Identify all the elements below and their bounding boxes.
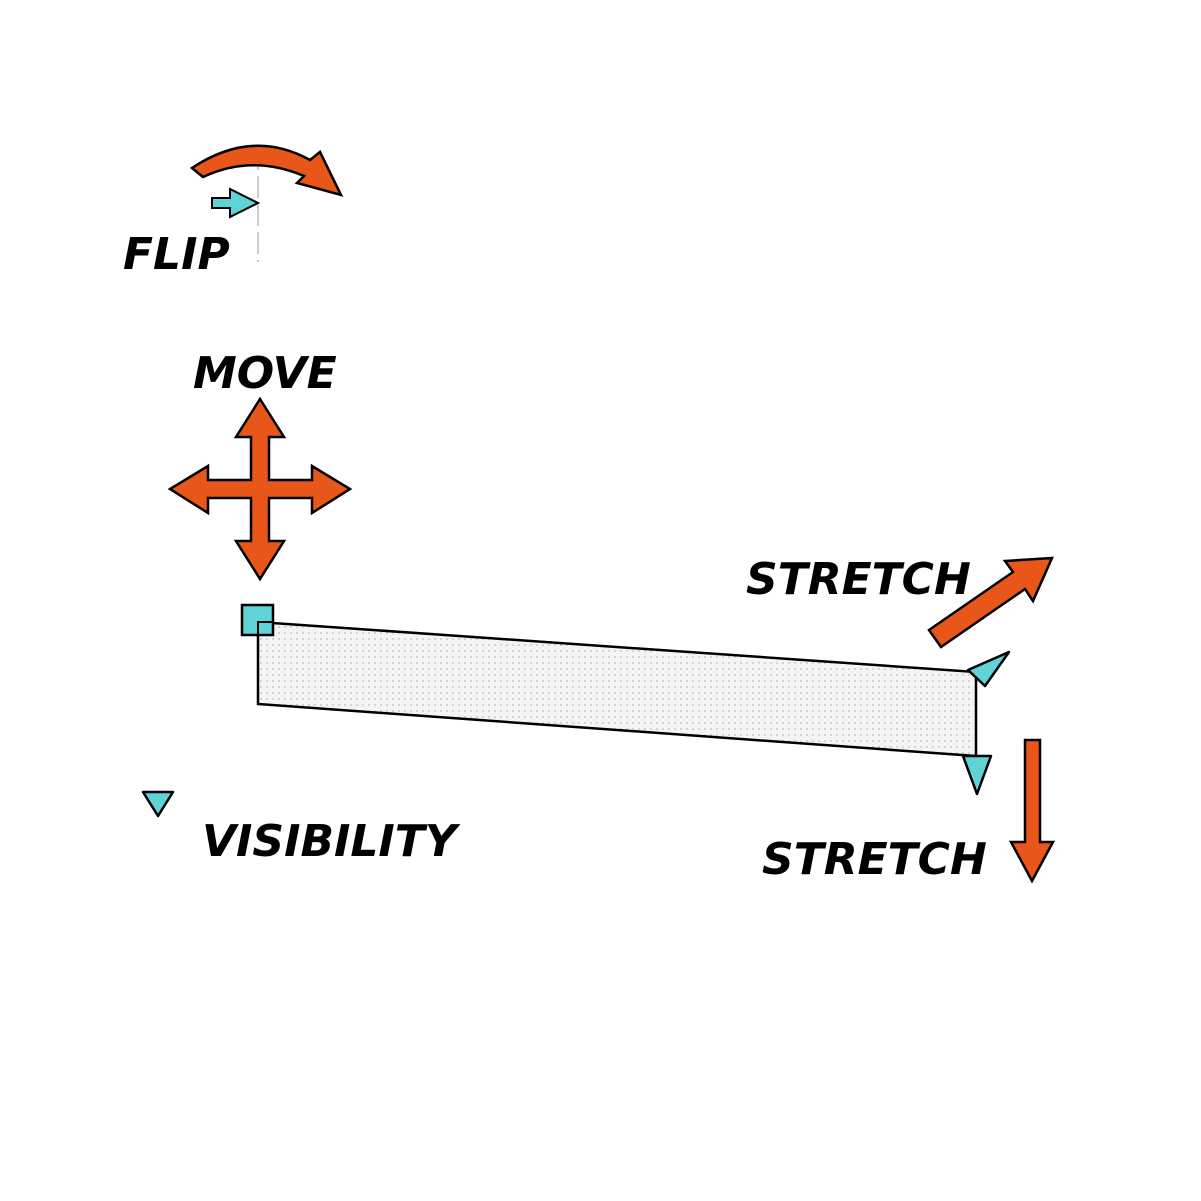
flip-group: FLIP (123, 144, 344, 280)
stretch-top-group: STRETCH (746, 554, 1054, 688)
move-group: MOVE (167, 348, 353, 582)
flip-handle-icon[interactable] (211, 187, 261, 219)
stretch-top-handle-icon[interactable] (966, 650, 1011, 688)
stretch-bottom-handle-icon[interactable] (961, 754, 993, 796)
origin-corner-mark (257, 621, 273, 635)
move-four-way-arrow-icon[interactable] (167, 396, 353, 582)
flip-curved-arrow-icon[interactable] (189, 144, 344, 197)
visibility-group: VISIBILITY (141, 790, 461, 867)
move-label: MOVE (193, 348, 337, 399)
stretch-bottom-label: STRETCH (762, 834, 987, 885)
flip-label: FLIP (123, 229, 230, 280)
slanted-shape (256, 620, 978, 758)
stretch-down-arrow-icon[interactable] (1008, 738, 1056, 884)
origin-handle-group (240, 603, 275, 637)
visibility-triangle-handle-icon[interactable] (141, 790, 175, 818)
stretch-top-label: STRETCH (746, 554, 971, 605)
stretch-diagonal-arrow-icon[interactable] (927, 556, 1054, 649)
stretch-bottom-group: STRETCH (762, 738, 1056, 885)
visibility-label: VISIBILITY (202, 816, 461, 867)
